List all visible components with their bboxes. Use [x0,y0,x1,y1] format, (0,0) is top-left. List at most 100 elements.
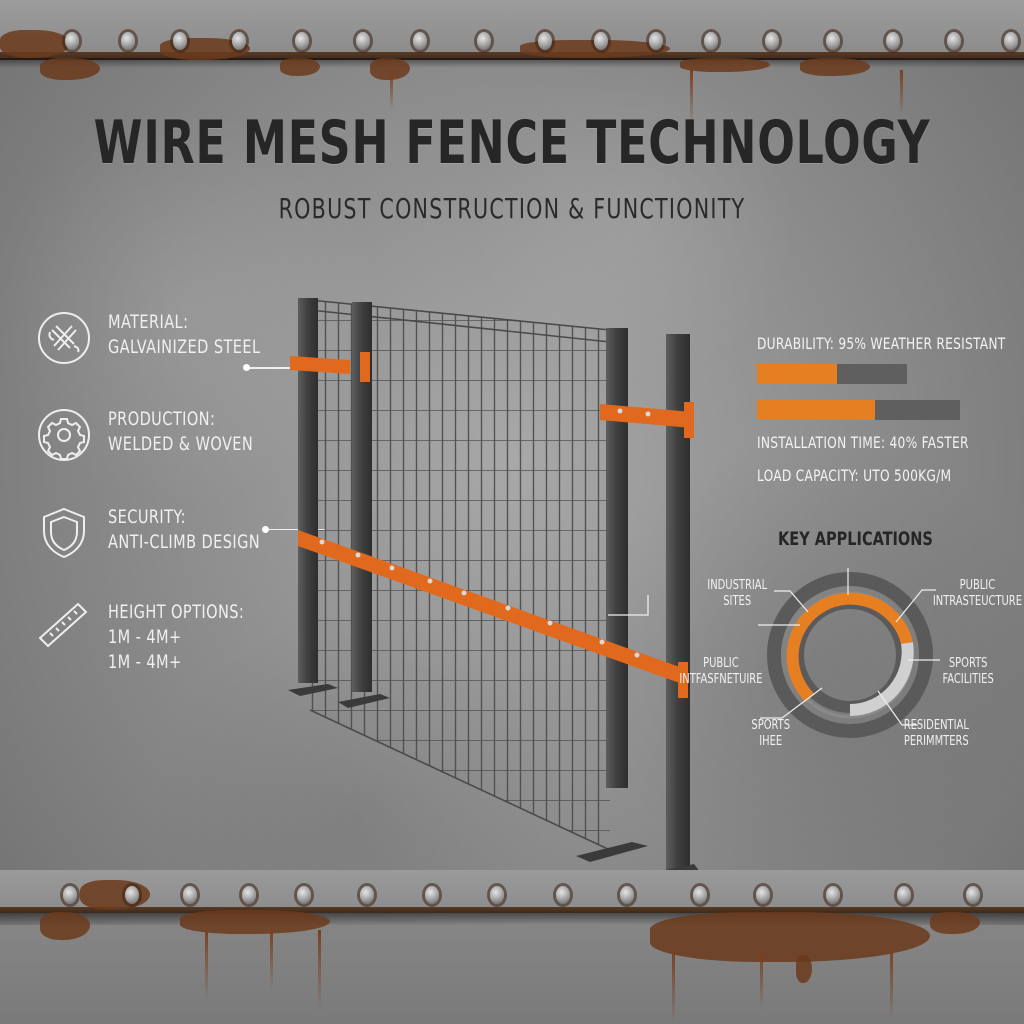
fence-post [352,302,372,692]
rivet [538,32,552,50]
application-label-sports-facilities: SPORTS FACILITIES [943,656,994,688]
bottom-plate-edge [0,907,1024,913]
rivet [594,32,608,50]
rivet [704,32,718,50]
feature-material: MATERIAL: GALVAINIZED STEEL [36,310,287,366]
rust-patch [800,58,870,76]
durability-bar [757,364,907,384]
shield-icon [36,505,92,561]
rivet [897,886,911,904]
application-label-residential: RESIDENTIAL PERIMMTERS [904,718,969,750]
rivet [620,886,634,904]
application-label-public-infrastructure: PUBLIC INTRASTEUCTURE [933,578,1022,610]
fence-post [606,328,628,788]
rivet [756,886,770,904]
rust-drip [890,950,893,1020]
top-plate-shadow [0,58,1024,68]
rivet [556,886,570,904]
rivet [1004,32,1018,50]
callout-line [246,367,314,369]
label-line: IHEE [759,734,783,749]
rust-patch [650,912,930,962]
rivet [886,32,900,50]
feature-production: PRODUCTION: WELDED & WOVEN [36,407,279,463]
orange-rail [298,530,688,686]
callout-line [265,529,325,530]
rivet [295,32,309,50]
rust-patch [0,30,70,58]
rust-drip [270,930,273,990]
installation-bar-fill [757,400,875,420]
rivet [413,32,427,50]
callout-dot [243,364,250,371]
feature-label: MATERIAL: [108,311,189,333]
orange-bracket [290,356,350,374]
rivet [693,886,707,904]
applications-donut-chart [758,568,940,738]
applications-title: KEY APPLICATIONS [778,528,933,550]
orange-bracket [600,404,692,428]
rivet [360,886,374,904]
rust-drip [390,70,393,110]
rust-patch [40,912,90,940]
feature-security: SECURITY: ANTI-CLIMB DESIGN [36,505,287,561]
rivet [65,32,79,50]
rivet [477,32,491,50]
page-title: WIRE MESH FENCE TECHNOLOGY [93,108,931,178]
feature-value: 1M - 4M+ [108,626,182,648]
feature-value: GALVAINIZED STEEL [108,336,261,358]
rivet [826,886,840,904]
callout-dot [262,526,269,533]
feature-value-repeat: 1M - 4M+ [108,651,182,673]
application-label-public-infrastructure-2: PUBLIC INTFASFNETUIRE [679,656,762,688]
installation-bar [757,400,960,420]
feature-label: SECURITY: [108,506,186,528]
rust-patch [796,955,812,983]
rivet [121,32,135,50]
application-label-industrial: INDUSTRIAL SITES [707,578,767,610]
fence-illustration [288,298,700,884]
rivet [490,886,504,904]
feature-label: PRODUCTION: [108,408,216,430]
label-line: INTRASTEUCTURE [932,594,1022,609]
rivet [173,32,187,50]
fence-post [298,298,318,683]
label-line: INDUSTRIAL [707,578,768,593]
rust-drip [900,70,903,115]
application-label-sports: SPORTS IHEE [751,718,790,750]
rust-patch [40,58,100,80]
rivet [125,886,139,904]
rust-drip [760,950,763,1010]
rivet [649,32,663,50]
label-line: INTFASFNETUIRE [679,672,763,687]
label-line: FACILITIES [942,672,994,687]
label-line: PERIMMTERS [903,734,969,749]
label-line: PUBLIC [703,656,739,671]
rivet [183,886,197,904]
rivet [765,32,779,50]
label-line: SPORTS [751,718,791,733]
rivet [356,32,370,50]
gear-icon [36,407,92,463]
rivet [297,886,311,904]
rivet [242,886,256,904]
crossed-wires-icon [36,310,92,366]
feature-height: HEIGHT OPTIONS: 1M - 4M+ 1M - 4M+ [36,600,268,675]
feature-value: WELDED & WOVEN [108,433,254,455]
rivet [966,886,980,904]
durability-stat: DURABILITY: 95% WEATHER RESISTANT [757,334,1006,353]
installation-stat: INSTALLATION TIME: 40% FASTER [757,433,969,452]
rust-drip [690,70,693,125]
bottom-metal-plate [0,870,1024,912]
rust-drip [205,930,208,1000]
rivet [947,32,961,50]
rust-patch [930,912,980,934]
rivet [826,32,840,50]
top-metal-plate [0,0,1024,58]
rust-patch [520,40,670,58]
rust-drip [672,950,675,1024]
label-line: PUBLIC [959,578,996,593]
rust-patch [680,58,770,72]
feature-label: HEIGHT OPTIONS: [108,601,245,623]
rivet [63,886,77,904]
